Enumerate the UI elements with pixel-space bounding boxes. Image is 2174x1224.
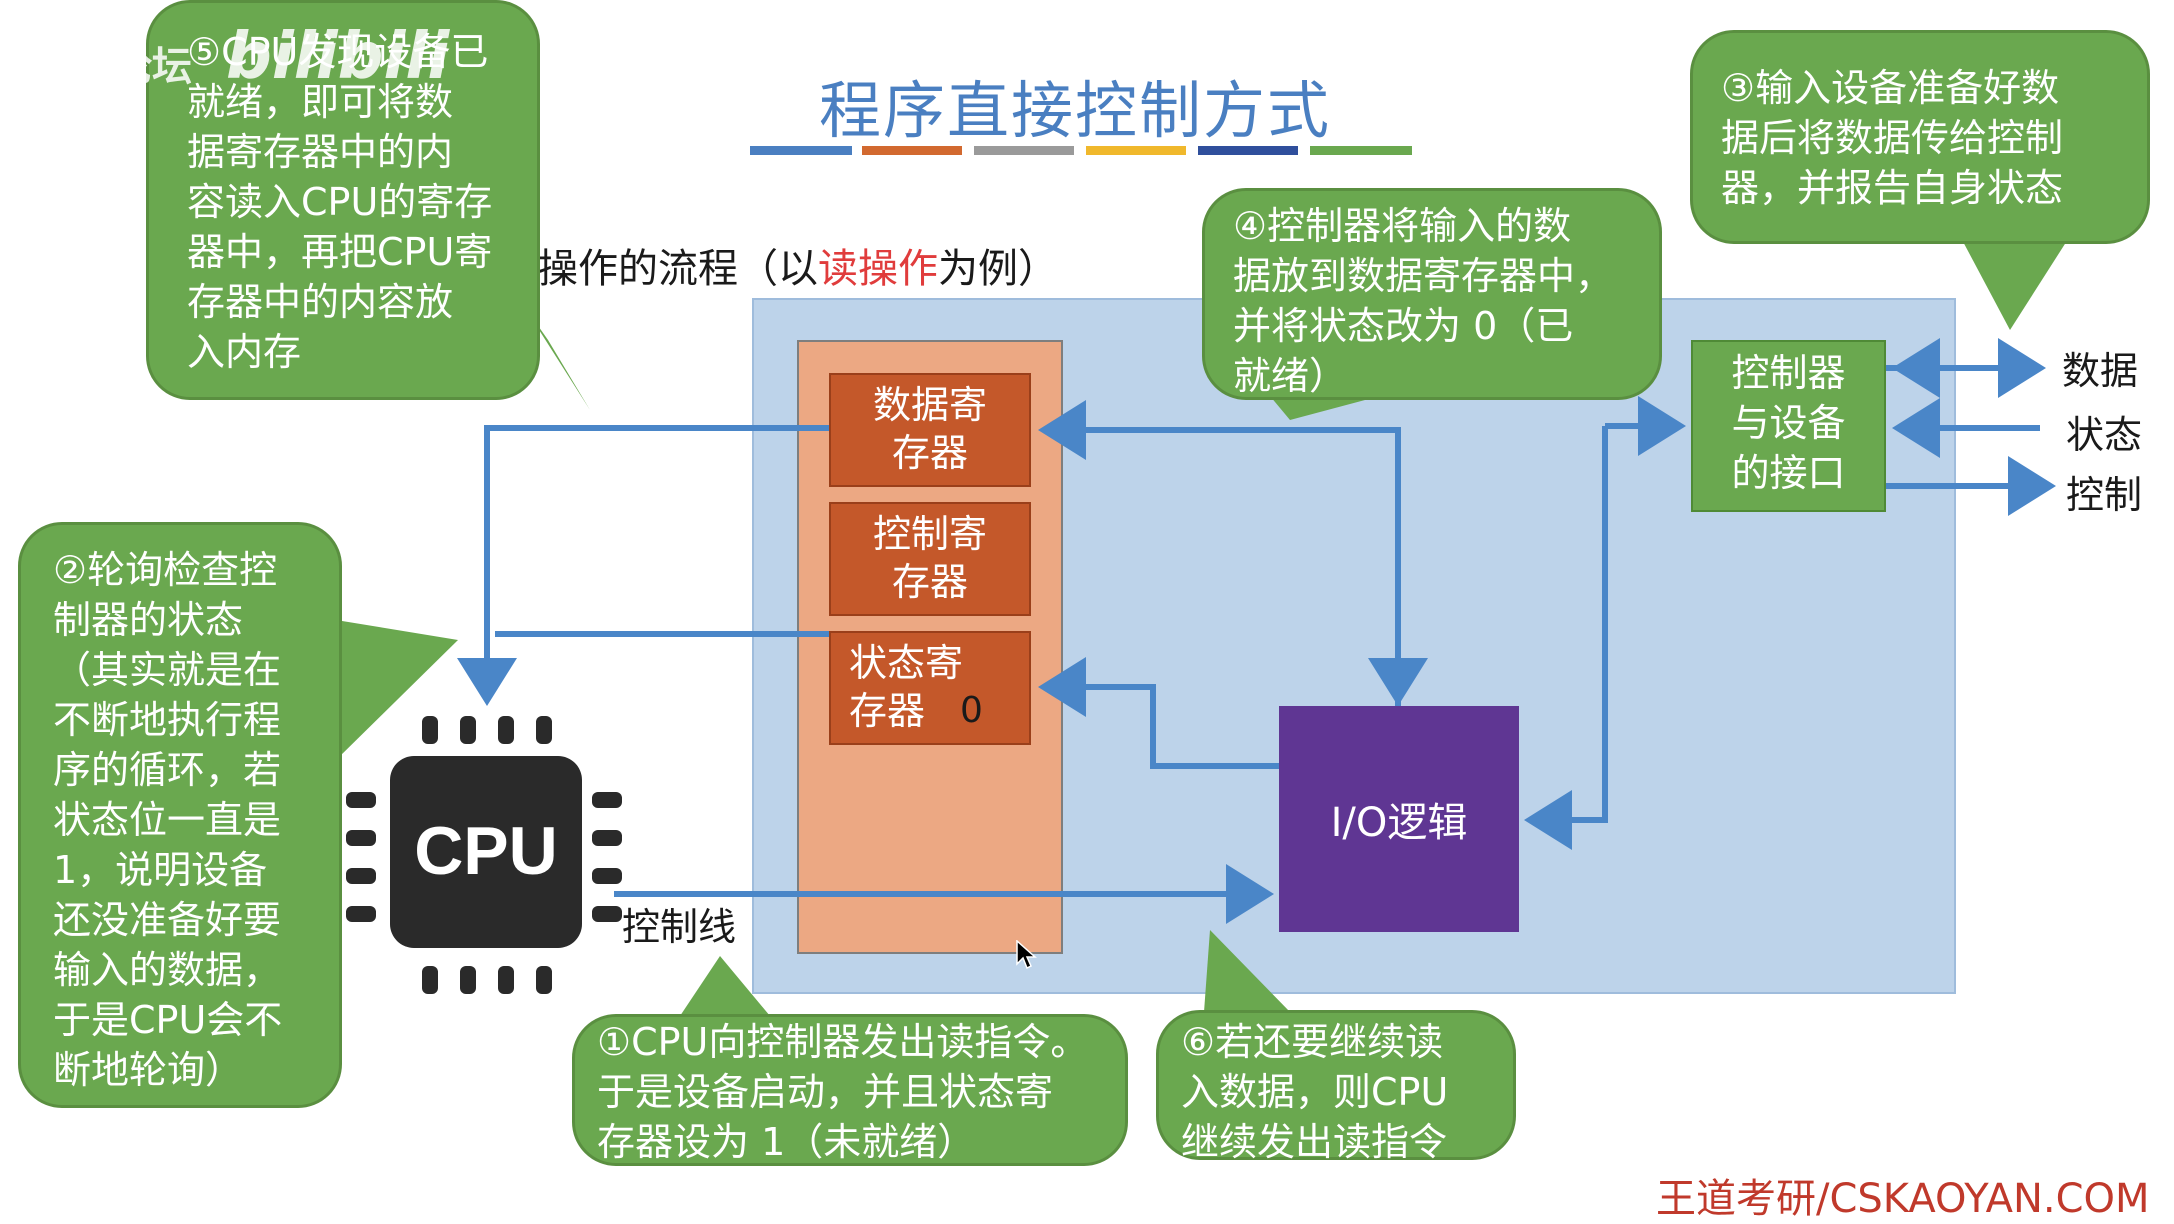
title-underline-6 — [1310, 146, 1412, 155]
flow-caption-prefix: 操作的流程（以 — [538, 246, 818, 292]
mouse-cursor-icon — [1016, 939, 1038, 974]
step6-line-3: 继续发出读指令 — [1181, 1120, 1448, 1164]
signal-label-control: 控制 — [2066, 473, 2143, 517]
step3-line-2: 据后将数据传给控制 — [1721, 116, 2064, 160]
controller-device-interface: 控制器 与设备 的接口 — [1691, 340, 1886, 512]
step5-line-7: 入内存 — [187, 330, 302, 374]
step5-line-1: ⑤CPU发现设备已 — [187, 30, 489, 74]
bubble4-tail — [1270, 396, 1380, 420]
step4-line-3: 并将状态改为 0（已 — [1233, 304, 1574, 348]
interface-to-io-line — [1524, 426, 1608, 850]
step4-bubble: ④控制器将输入的数 据放到数据寄存器中， 并将状态改为 0（已 就绪） — [1202, 188, 1662, 400]
control-register: 控制寄 存器 — [829, 502, 1031, 616]
step3-line-3: 器，并报告自身状态 — [1721, 166, 2064, 210]
step1-line-2: 于是设备启动，并且状态寄 — [597, 1070, 1054, 1114]
interface-label-2: 与设备 — [1731, 401, 1846, 445]
bubble2-tail — [336, 620, 458, 760]
step5-bubble: ⑤CPU发现设备已 就绪，即可将数 据寄存器中的内 容读入CPU的寄存 器中，再… — [146, 0, 540, 400]
connection-lines — [457, 338, 2056, 924]
step6-bubble: ⑥若还要继续读 入数据，则CPU 继续发出读指令 — [1156, 1010, 1516, 1164]
step2-line-11: 断地轮询） — [53, 1048, 244, 1092]
flow-caption: 操作的流程（以读操作为例） — [538, 236, 1058, 294]
forum-watermark: 王道论坛 — [32, 44, 192, 90]
step2-line-7: 1，说明设备 — [53, 848, 268, 892]
bilibili-watermark: bilibili — [226, 20, 450, 94]
status-register-value: 0 — [960, 690, 983, 731]
step5-line-3: 据寄存器中的内 — [187, 130, 454, 174]
status-register-label-1: 状态寄 — [849, 641, 964, 685]
step2-line-9: 输入的数据， — [53, 948, 282, 992]
step2-line-3: （其实就是在 — [53, 648, 282, 692]
bubble3-tail — [1960, 236, 2070, 330]
step5-line-4: 容读入CPU的寄存 — [187, 180, 493, 224]
bubble1-tail — [680, 956, 770, 1016]
step4-line-4: 就绪） — [1233, 354, 1348, 398]
title-underline-3 — [974, 146, 1074, 155]
control-register-label-1: 控制寄 — [872, 512, 987, 556]
interface-label-3: 的接口 — [1731, 451, 1846, 495]
signal-label-status: 状态 — [2066, 413, 2143, 457]
step2-line-10: 于是CPU会不 — [53, 998, 283, 1042]
step2-line-8: 还没准备好要 — [53, 898, 282, 942]
title-underline-5 — [1198, 146, 1298, 155]
step4-line-2: 据放到数据寄存器中， — [1233, 254, 1614, 298]
step2-line-6: 状态位一直是 — [53, 798, 282, 842]
cpu-label: CPU — [414, 813, 558, 889]
data-register-label-1: 数据寄 — [872, 383, 987, 427]
step1-line-1: ①CPU向控制器发出读指令。 — [597, 1020, 1089, 1064]
status-register-label-2: 存器 — [849, 689, 926, 733]
data-register: 数据寄 存器 — [829, 373, 1031, 487]
step2-bubble: ②轮询检查控 制器的状态 （其实就是在 不断地执行程 序的循环，若 状态位一直是… — [18, 522, 342, 1108]
control-line-label: 控制线 — [622, 905, 737, 949]
page-title: 程序直接控制方式 — [818, 74, 1331, 147]
flow-caption-highlight: 读操作 — [818, 246, 938, 292]
step5-line-5: 器中，再把CPU寄 — [187, 230, 493, 274]
status-register: 状态寄 存器 — [829, 631, 1031, 745]
bubble6-tail — [1204, 930, 1290, 1012]
step5-line-2: 就绪，即可将数 — [187, 80, 454, 124]
flow-caption-suffix: 为例） — [938, 246, 1058, 292]
cpu-chip-icon: CPU — [338, 708, 628, 1000]
step1-line-3: 存器设为 1（未就绪） — [597, 1120, 976, 1164]
title-underline-1 — [750, 146, 852, 155]
step6-line-1: ⑥若还要继续读 — [1181, 1020, 1444, 1064]
title-underline-2 — [862, 146, 962, 155]
title-underline-4 — [1086, 146, 1186, 155]
io-to-status-register-line — [1038, 657, 1279, 769]
step1-bubble: ①CPU向控制器发出读指令。 于是设备启动，并且状态寄 存器设为 1（未就绪） — [572, 1014, 1128, 1166]
control-register-label-2: 存器 — [891, 560, 968, 604]
step2-line-5: 序的循环，若 — [53, 748, 282, 792]
step2-line-1: ②轮询检查控 — [53, 548, 278, 592]
step3-line-1: ③输入设备准备好数 — [1721, 66, 2060, 110]
interface-label-1: 控制器 — [1731, 351, 1846, 395]
step5-line-6: 存器中的内容放 — [187, 280, 454, 324]
step2-line-4: 不断地执行程 — [53, 698, 282, 742]
io-logic-block: I/O逻辑 — [1279, 706, 1519, 932]
step4-line-1: ④控制器将输入的数 — [1233, 204, 1572, 248]
step6-line-2: 入数据，则CPU — [1181, 1070, 1449, 1114]
step3-bubble: ③输入设备准备好数 据后将数据传给控制 器，并报告自身状态 — [1690, 30, 2150, 244]
data-register-label-2: 存器 — [891, 431, 968, 475]
data-register-to-cpu-line — [457, 425, 829, 706]
signal-label-data: 数据 — [2062, 349, 2139, 393]
step2-line-2: 制器的状态 — [53, 598, 244, 642]
